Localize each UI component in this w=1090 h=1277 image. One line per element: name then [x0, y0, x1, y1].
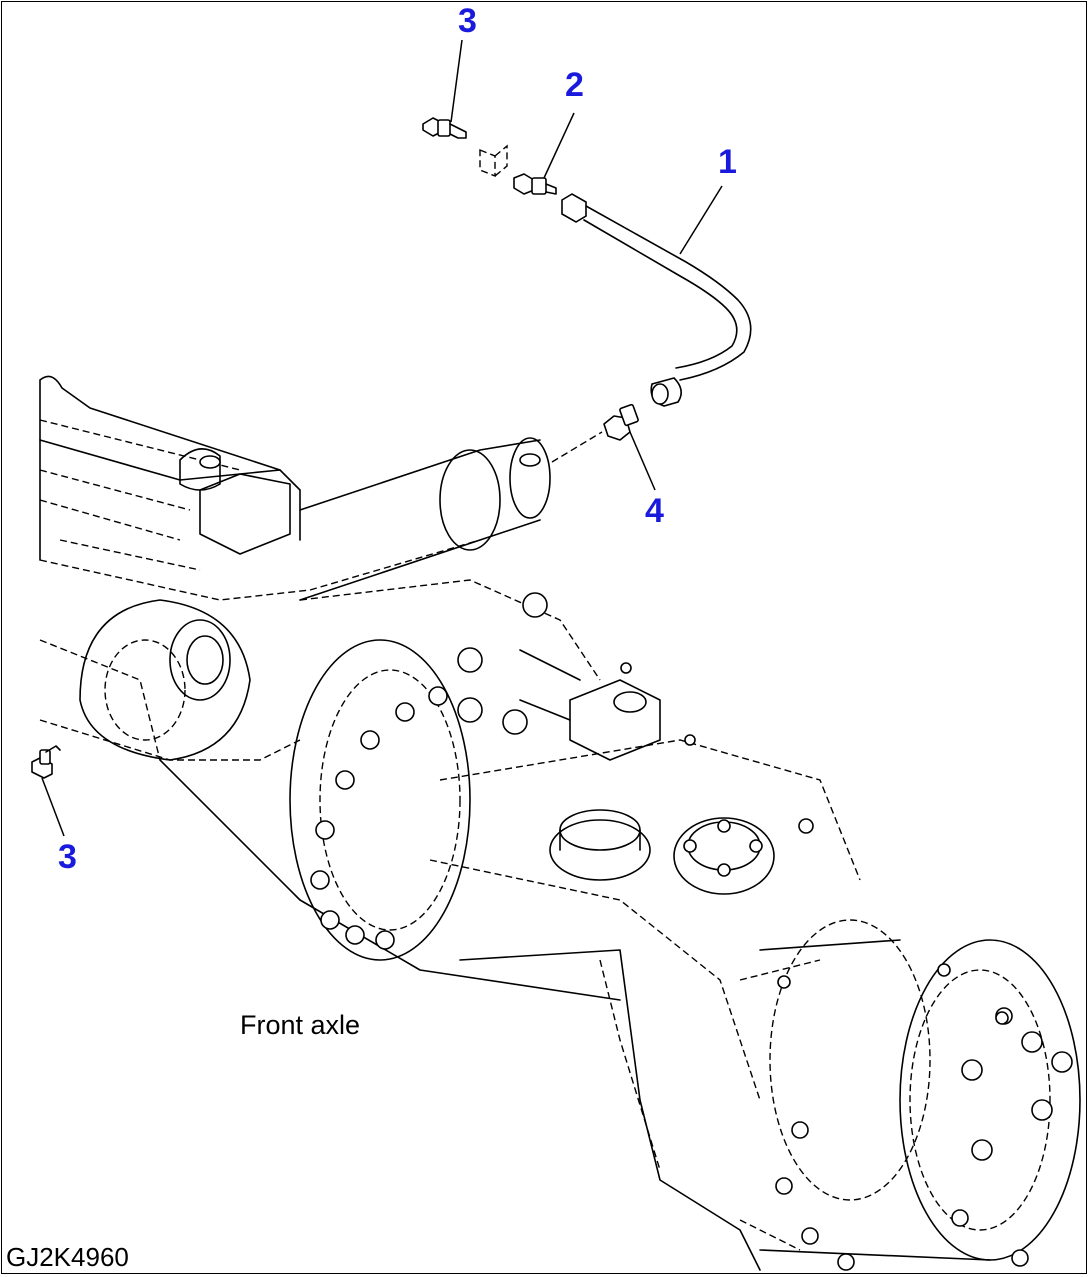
part-4-fitting	[603, 403, 639, 441]
callout-number-3-left: 3	[58, 838, 77, 876]
part-1-tube	[561, 193, 752, 407]
callout-number-2: 2	[565, 66, 584, 104]
front-axle-caption: Front axle	[240, 1010, 361, 1040]
part-3-grease-fitting-top	[422, 117, 467, 139]
leader-4	[629, 431, 656, 491]
part-2-adapter	[513, 173, 557, 195]
callout-number-3-top: 3	[458, 2, 477, 40]
front-axle-body	[39, 375, 1081, 1271]
drawing-code: GJ2K4960	[6, 1242, 129, 1272]
leader-3-left	[41, 777, 65, 837]
leader-2	[543, 112, 575, 179]
leader-3-top	[450, 39, 463, 123]
fitting-location-mark	[479, 144, 508, 178]
callout-number-4: 4	[645, 492, 664, 530]
part-3-grease-fitting-left	[31, 745, 61, 779]
callout-number-1: 1	[718, 143, 737, 181]
leader-1	[679, 185, 723, 255]
